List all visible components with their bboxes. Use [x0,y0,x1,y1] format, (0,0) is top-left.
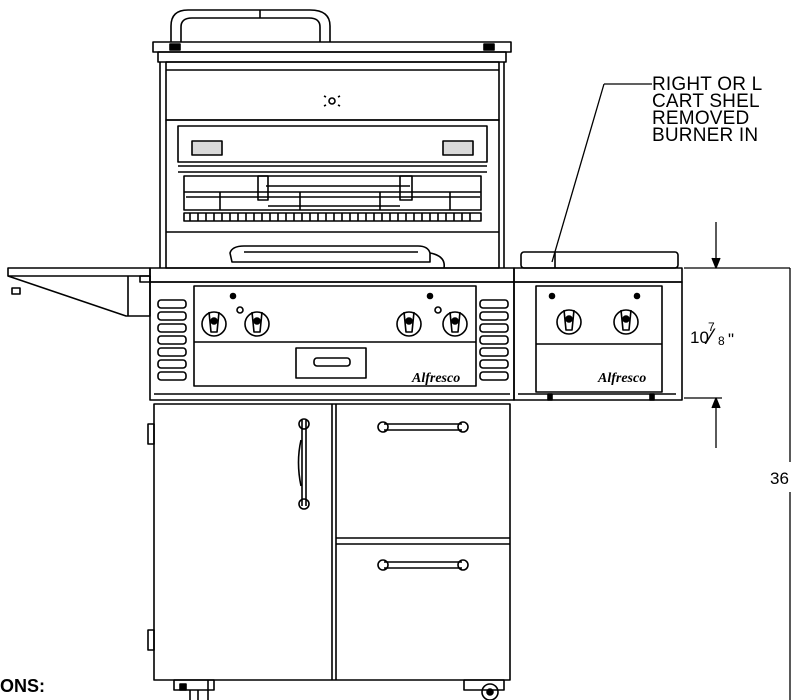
side-burner [513,251,683,401]
overall-height-label: 36 [770,469,789,488]
dim-unit: " [728,330,735,349]
callout-note-line-3: REMOVED [652,108,750,129]
burner-knob-4 [442,311,468,337]
dim-whole: 10 [690,328,709,347]
side-burner-knob-2 [613,309,639,335]
callout-note: RIGHT OR L CART SHEL REMOVED BURNER IN [652,74,763,146]
burner-knob-1 [201,311,227,337]
firebox [165,119,500,269]
right-vents [479,299,509,381]
right-caster [463,679,505,700]
drawer-handle-top [377,421,469,433]
burner-knob-2 [244,311,270,337]
callout-note-line-1: RIGHT OR L [652,74,763,95]
cart-body [147,403,511,681]
side-burner-knob-1 [556,309,582,335]
hood-light-icon [323,95,341,107]
hood-handle [170,9,331,42]
drip-pan [229,245,446,269]
tray-pull [295,347,367,379]
cooking-grate [183,212,482,222]
section-heading: ONS: [0,676,45,696]
hood [152,41,512,268]
main-brand-logo: Alfresco [411,371,460,386]
dim-denominator: 8 [718,334,725,348]
cart-door-handle [297,418,310,510]
left-caster [173,679,215,700]
dim-numerator: 7 [708,320,715,334]
burner-knob-3 [396,311,422,337]
dim-slash: ⁄ [709,324,713,349]
drawer-handle-bottom [377,559,469,571]
left-vents [157,299,187,381]
side-brand-logo: Alfresco [597,371,646,386]
rotisserie-spit [186,175,480,207]
side-burner-height-label: 10 7 ⁄ 8 " [690,320,734,349]
callout-leader [551,83,652,263]
left-side-shelf [7,267,151,317]
callout-note-line-2: CART SHEL [652,91,760,112]
dimension-side-burner-height [684,222,790,448]
callout-note-line-4: BURNER IN [652,125,759,146]
